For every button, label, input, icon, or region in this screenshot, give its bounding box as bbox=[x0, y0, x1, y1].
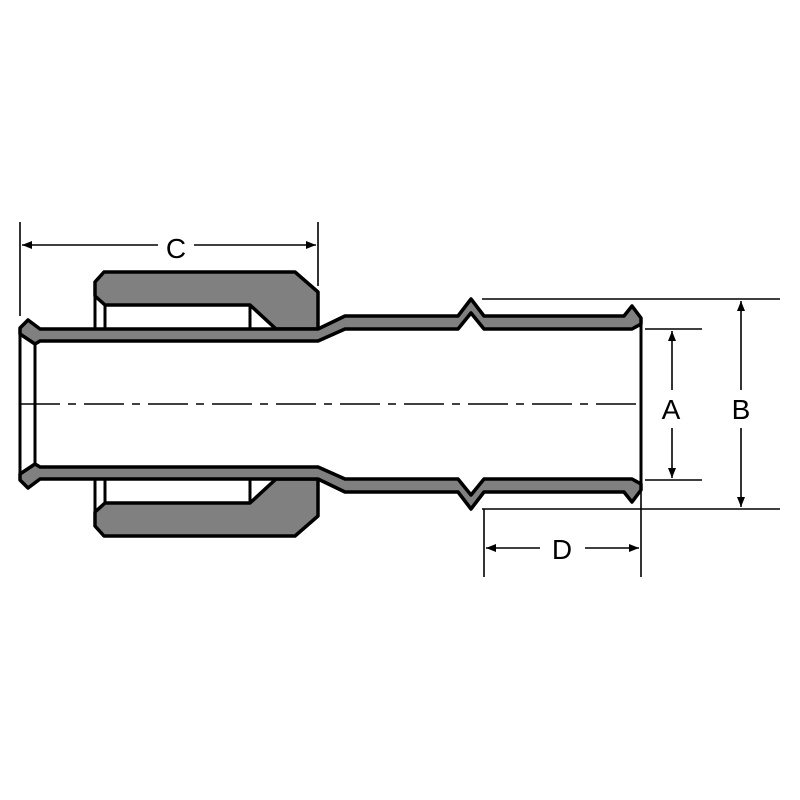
fitting-lower-half bbox=[18, 462, 643, 538]
fitting-upper-half bbox=[18, 270, 643, 346]
tube-wall bbox=[18, 297, 643, 346]
dim-label-b: B bbox=[732, 394, 751, 425]
dim-label-c: C bbox=[166, 233, 186, 264]
dim-label-a: A bbox=[662, 394, 681, 425]
nut-section bbox=[93, 270, 320, 331]
dim-label-d: D bbox=[552, 534, 572, 565]
